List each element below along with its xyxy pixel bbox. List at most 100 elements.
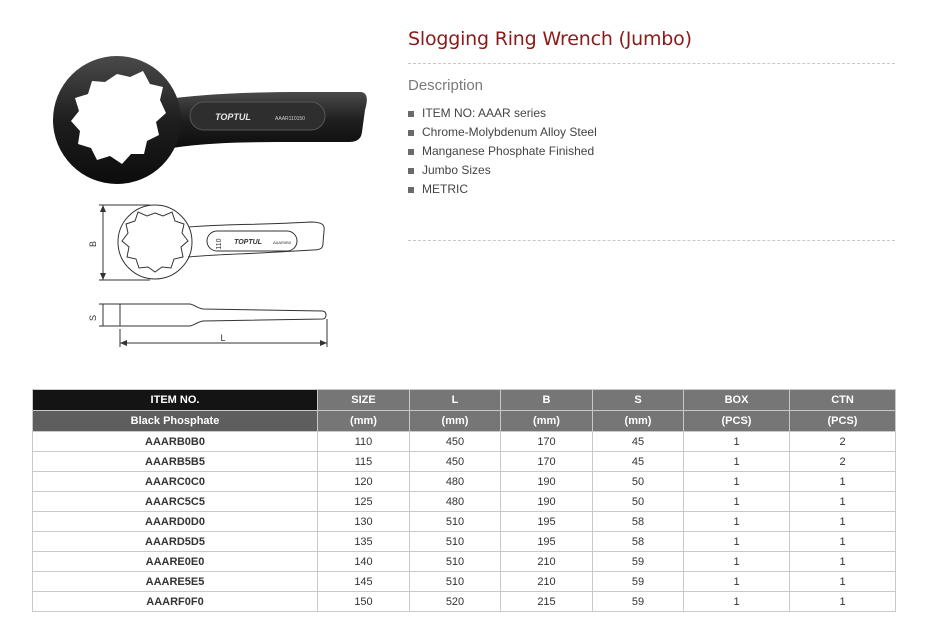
item-code-cell: AAARB5B5 (32, 451, 318, 472)
specs-table: ITEM NO. SIZE L B S BOX CTN Black Phosph… (32, 389, 896, 612)
table-cell: 1 (683, 511, 790, 532)
table-cell: 130 (317, 511, 410, 532)
table-cell: 215 (500, 591, 593, 612)
table-cell: 450 (409, 431, 501, 452)
item-code-cell: AAARF0F0 (32, 591, 318, 612)
header-l: L (409, 389, 501, 411)
feature-item: ITEM NO: AAAR series (408, 104, 597, 123)
item-code-cell: AAARC5C5 (32, 491, 318, 512)
table-cell: 1 (789, 531, 896, 552)
table-cell: 520 (409, 591, 501, 612)
table-cell: 1 (683, 571, 790, 592)
table-cell: 115 (317, 451, 410, 472)
header-s: S (592, 389, 684, 411)
table-cell: 58 (592, 511, 684, 532)
table-cell: 1 (683, 531, 790, 552)
description-heading: Description (408, 77, 484, 94)
table-cell: 1 (683, 491, 790, 512)
table-cell: 1 (683, 551, 790, 572)
table-cell: 480 (409, 471, 501, 492)
table-cell: 1 (789, 591, 896, 612)
table-cell: 50 (592, 471, 684, 492)
header-box: BOX (683, 389, 790, 411)
feature-text: Manganese Phosphate Finished (422, 144, 595, 158)
table-cell: 1 (789, 491, 896, 512)
table-cell: 45 (592, 431, 684, 452)
square-bullet-icon (408, 149, 414, 155)
dimension-l-label: L (220, 333, 225, 343)
table-cell: 210 (500, 551, 593, 572)
feature-text: Jumbo Sizes (422, 163, 491, 177)
feature-list: ITEM NO: AAAR series Chrome-Molybdenum A… (408, 104, 597, 199)
drawing-brand-text: TOPTUL (234, 239, 262, 246)
table-subheader-row: Black Phosphate (mm) (mm) (mm) (mm) (PCS… (32, 410, 896, 432)
subheader-finish: Black Phosphate (32, 410, 318, 432)
item-code-cell: AAARD0D0 (32, 511, 318, 532)
feature-item: Manganese Phosphate Finished (408, 142, 597, 161)
header-item-no: ITEM NO. (32, 389, 318, 411)
table-cell: 195 (500, 511, 593, 532)
table-cell: 1 (789, 511, 896, 532)
table-cell: 190 (500, 471, 593, 492)
table-cell: 1 (789, 571, 896, 592)
table-cell: 45 (592, 451, 684, 472)
item-code-cell: AAARD5D5 (32, 531, 318, 552)
product-title: Slogging Ring Wrench (Jumbo) (408, 28, 692, 50)
table-cell: 2 (789, 451, 896, 472)
table-cell: 170 (500, 431, 593, 452)
square-bullet-icon (408, 187, 414, 193)
table-cell: 120 (317, 471, 410, 492)
table-cell: 110 (317, 431, 410, 452)
table-cell: 510 (409, 531, 501, 552)
item-code-cell: AAARB0B0 (32, 431, 318, 452)
table-cell: 1 (789, 471, 896, 492)
table-cell: 135 (317, 531, 410, 552)
table-cell: 59 (592, 551, 684, 572)
table-cell: 190 (500, 491, 593, 512)
photo-brand-text: TOPTUL (215, 112, 251, 122)
dimension-s-label: S (88, 315, 98, 321)
table-cell: 59 (592, 571, 684, 592)
item-code-cell: AAARE0E0 (32, 551, 318, 572)
item-code-cell: AAARE5E5 (32, 571, 318, 592)
table-cell: 1 (789, 551, 896, 572)
drawing-size-text: 110 (216, 238, 223, 249)
feature-item: METRIC (408, 180, 597, 199)
table-cell: 170 (500, 451, 593, 472)
table-cell: 195 (500, 531, 593, 552)
table-cell: 140 (317, 551, 410, 572)
feature-text: Chrome-Molybdenum Alloy Steel (422, 125, 597, 139)
title-divider (408, 63, 895, 64)
subheader-unit: (mm) (500, 410, 593, 432)
table-cell: 50 (592, 491, 684, 512)
square-bullet-icon (408, 130, 414, 136)
feature-text: METRIC (422, 182, 468, 196)
table-cell: 1 (683, 591, 790, 612)
table-cell: 145 (317, 571, 410, 592)
table-cell: 1 (683, 471, 790, 492)
header-size: SIZE (317, 389, 410, 411)
feature-text: ITEM NO: AAAR series (422, 106, 547, 120)
drawing-code-text: AAAR0B0 (273, 240, 292, 245)
square-bullet-icon (408, 168, 414, 174)
product-photo: TOPTUL AAAR110150 (53, 56, 367, 184)
technical-drawing: B S L 110 TOPTUL AAAR0B0 (88, 204, 328, 347)
subheader-unit: (mm) (409, 410, 501, 432)
subheader-unit: (mm) (317, 410, 410, 432)
table-cell: 210 (500, 571, 593, 592)
square-bullet-icon (408, 111, 414, 117)
table-cell: 1 (683, 451, 790, 472)
table-cell: 1 (683, 431, 790, 452)
table-cell: 450 (409, 451, 501, 472)
subheader-unit: (PCS) (789, 410, 896, 432)
dimension-b-label: B (88, 241, 98, 247)
table-cell: 480 (409, 491, 501, 512)
